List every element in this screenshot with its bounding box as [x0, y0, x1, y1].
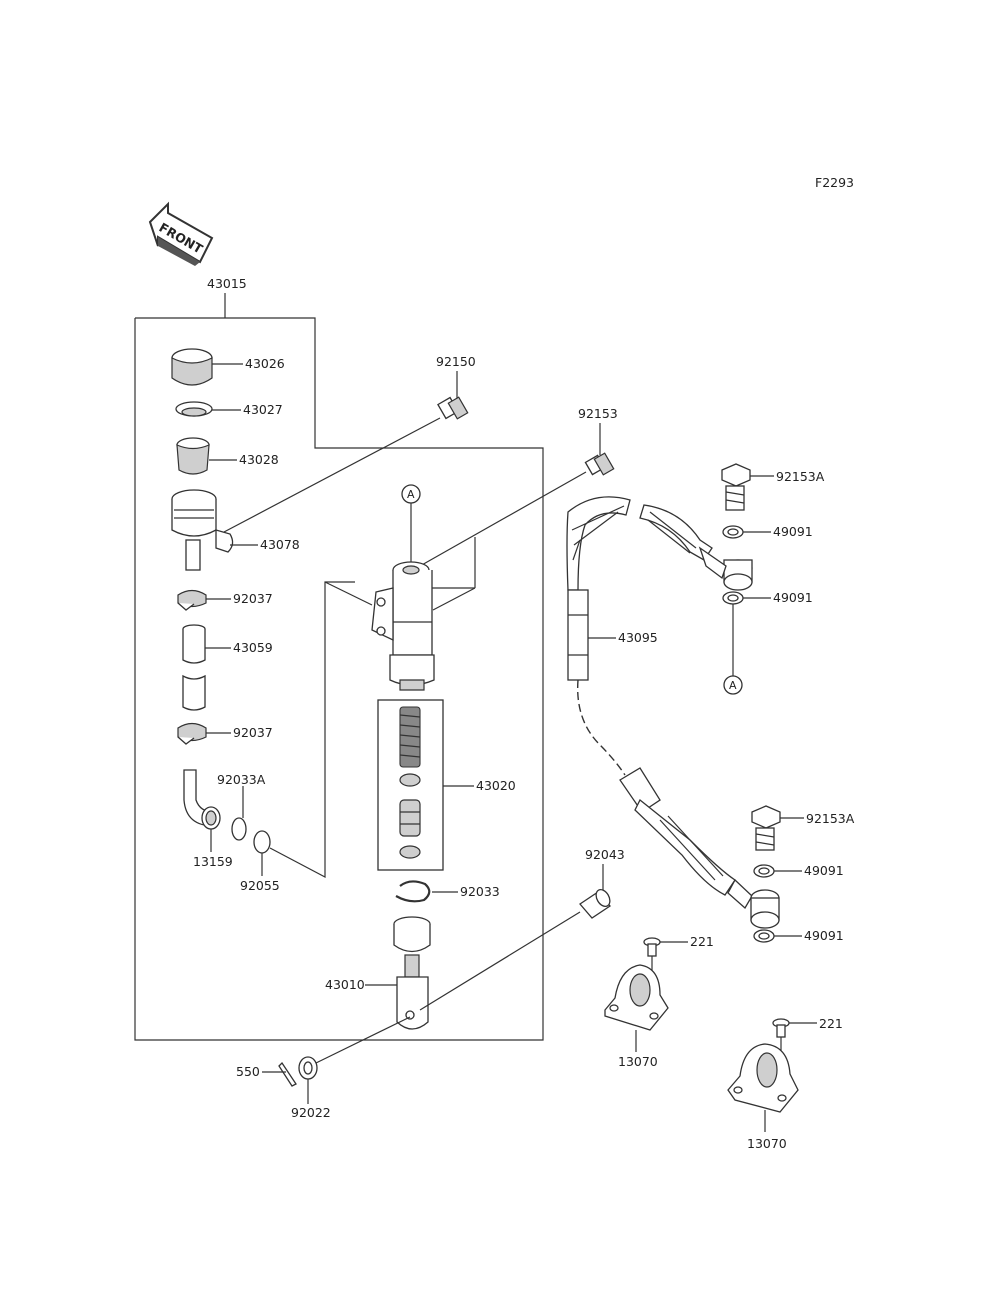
- label-43095: 43095: [618, 630, 658, 645]
- assembly-bracket: 43015: [134, 276, 544, 1041]
- hose-clamp-top: [177, 589, 231, 611]
- ref-marker-a-bottom: A: [723, 675, 743, 695]
- label-92033a: 92033A: [217, 772, 266, 787]
- o-ring-92055: [253, 581, 355, 878]
- hose-clamp-13070-1: [604, 964, 669, 1052]
- circlip-92033: [395, 880, 458, 903]
- reservoir-cap: [171, 348, 243, 386]
- label-43020: 43020: [476, 778, 516, 793]
- label-43027: 43027: [243, 402, 283, 417]
- label-92037-top: 92037: [233, 591, 273, 606]
- label-221-1: 221: [690, 934, 714, 949]
- label-43026: 43026: [245, 356, 285, 371]
- label-49091-1: 49091: [773, 524, 813, 539]
- banjo-bolt-top: [721, 463, 774, 511]
- cotter-pin: [262, 1061, 297, 1087]
- clevis-pin: [419, 864, 611, 1011]
- banjo-bolt-bottom: [751, 805, 804, 851]
- label-550: 550: [236, 1064, 260, 1079]
- label-13070-2: 13070: [747, 1136, 787, 1151]
- elbow-fitting: [183, 769, 221, 852]
- push-rod: [365, 916, 431, 1030]
- svg-text:A: A: [407, 488, 415, 501]
- label-92150: 92150: [436, 354, 476, 369]
- reservoir: [171, 489, 258, 571]
- diaphragm-plate: [175, 401, 241, 417]
- hose-clamp-13070-2: [727, 1043, 799, 1132]
- label-92043: 92043: [585, 847, 625, 862]
- piston-kit: [377, 699, 474, 871]
- label-92153a-bottom: 92153A: [806, 811, 855, 826]
- label-92055: 92055: [240, 878, 280, 893]
- label-13070-1: 13070: [618, 1054, 658, 1069]
- label-92153: 92153: [578, 406, 618, 421]
- label-13159: 13159: [193, 854, 233, 869]
- label-92022: 92022: [291, 1105, 331, 1120]
- washer-92022: [298, 1016, 411, 1104]
- gasket-2: [722, 591, 771, 676]
- screw-221-2: [772, 1018, 817, 1060]
- label-43078: 43078: [260, 537, 300, 552]
- label-43059: 43059: [233, 640, 273, 655]
- reservoir-hose: [182, 624, 231, 711]
- diaphragm: [176, 437, 237, 475]
- bolt-92150: [223, 371, 469, 533]
- label-49091-4: 49091: [804, 928, 844, 943]
- label-92153a-top: 92153A: [776, 469, 825, 484]
- label-49091-3: 49091: [804, 863, 844, 878]
- label-49091-2: 49091: [773, 590, 813, 605]
- gasket-3: [753, 864, 802, 878]
- hose-clamp-bottom: [177, 722, 231, 745]
- figure-code: F2293: [815, 175, 854, 190]
- bolt-92153: [419, 423, 615, 567]
- svg-text:A: A: [729, 679, 737, 692]
- label-43015: 43015: [207, 276, 247, 291]
- screw-221-1: [643, 937, 688, 972]
- label-92033: 92033: [460, 884, 500, 899]
- ref-marker-a-top: A: [401, 484, 421, 565]
- gasket-4: [753, 929, 802, 943]
- master-cylinder-body: [324, 537, 476, 691]
- label-43028: 43028: [239, 452, 279, 467]
- label-92037-bottom: 92037: [233, 725, 273, 740]
- gasket-1: [722, 525, 771, 539]
- label-43010: 43010: [325, 977, 365, 992]
- front-arrow-icon: FRONT: [148, 201, 214, 266]
- label-221-2: 221: [819, 1016, 843, 1031]
- retaining-ring-92033a: [231, 786, 247, 841]
- brake-hose: [566, 496, 780, 929]
